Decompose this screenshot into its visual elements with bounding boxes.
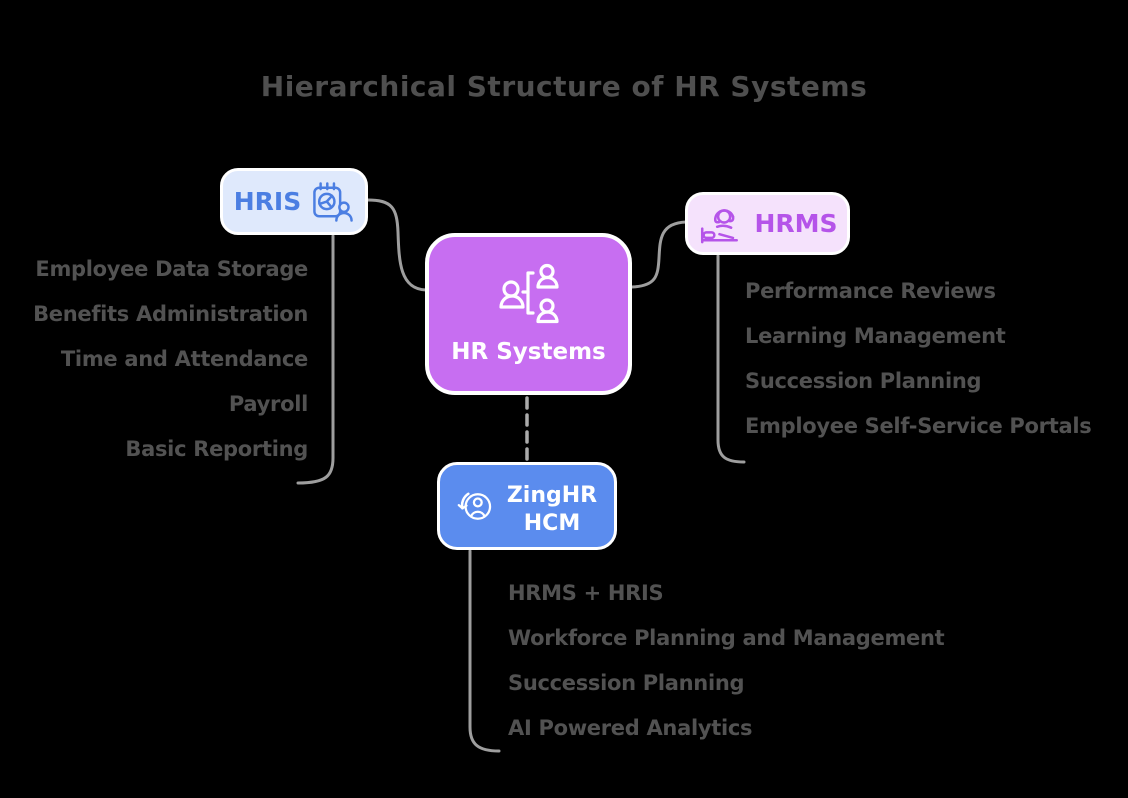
calendar-chart-person-icon bbox=[313, 181, 354, 222]
list-item: Basic Reporting bbox=[125, 436, 308, 461]
diagram-title: Hierarchical Structure of HR Systems bbox=[260, 70, 868, 103]
connector-hris-to-center bbox=[366, 198, 428, 292]
headset-person-desk-icon bbox=[701, 209, 739, 244]
person-cycle-icon bbox=[457, 492, 492, 520]
zinghr-label-line1: ZingHR bbox=[506, 482, 598, 508]
list-item: Learning Management bbox=[745, 323, 1006, 348]
hrms-branch-line bbox=[716, 254, 746, 464]
hris-node: HRIS bbox=[220, 168, 368, 235]
connector-center-to-hrms bbox=[630, 220, 688, 289]
hris-feature-list: Employee Data Storage Benefits Administr… bbox=[0, 246, 308, 471]
list-item: Workforce Planning and Management bbox=[508, 625, 945, 650]
list-item: Benefits Administration bbox=[33, 301, 308, 326]
zinghr-node: ZingHR HCM bbox=[437, 462, 617, 550]
list-item: Succession Planning bbox=[745, 368, 982, 393]
list-item: Employee Data Storage bbox=[35, 256, 308, 281]
zinghr-feature-list: HRMS + HRIS Workforce Planning and Manag… bbox=[508, 570, 945, 750]
hr-systems-label: HR Systems bbox=[451, 339, 606, 365]
hrms-node: HRMS bbox=[685, 192, 850, 255]
list-item: Employee Self-Service Portals bbox=[745, 413, 1092, 438]
zinghr-branch-line bbox=[468, 549, 501, 753]
org-hierarchy-icon bbox=[498, 263, 559, 324]
hrms-label: HRMS bbox=[754, 209, 838, 238]
hris-label: HRIS bbox=[233, 187, 302, 216]
list-item: Performance Reviews bbox=[745, 278, 996, 303]
list-item: HRMS + HRIS bbox=[508, 580, 664, 605]
zinghr-label: ZingHR HCM bbox=[507, 482, 597, 538]
list-item: Time and Attendance bbox=[60, 346, 308, 371]
hr-systems-node: HR Systems bbox=[425, 233, 632, 395]
list-item: AI Powered Analytics bbox=[508, 715, 753, 740]
zinghr-label-line2: HCM bbox=[523, 510, 581, 536]
list-item: Succession Planning bbox=[508, 670, 745, 695]
hrms-feature-list: Performance Reviews Learning Management … bbox=[745, 268, 1092, 448]
list-item: Payroll bbox=[228, 391, 308, 416]
